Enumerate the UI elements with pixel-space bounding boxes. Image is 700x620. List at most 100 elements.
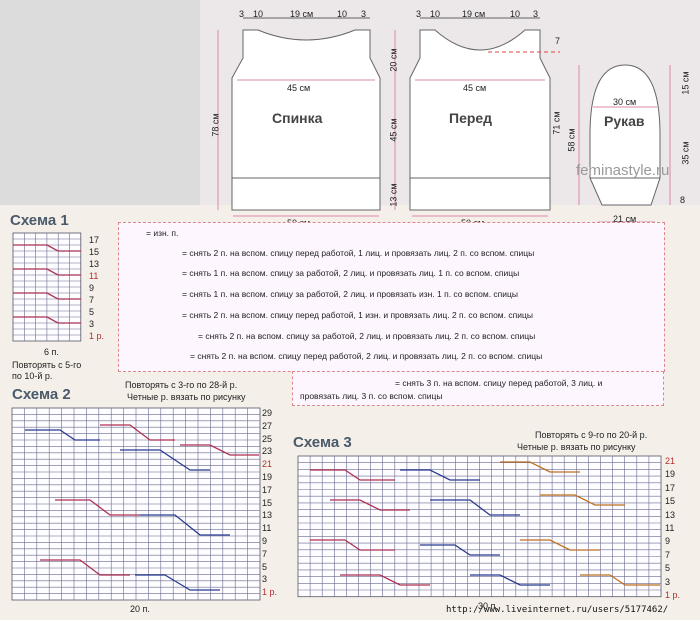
schema1-repeat-note-1: Повторять с 5-го (12, 360, 82, 370)
schema3-cable (400, 469, 480, 481)
schema1-grid (12, 232, 82, 342)
legend-panel (118, 222, 665, 372)
back-label: Спинка (272, 110, 323, 126)
back-top-dim-4: 10 (337, 9, 348, 19)
front-height-58: 58 см (566, 128, 577, 152)
schema2-row-number: 23 (262, 446, 273, 457)
schema2-cable (100, 424, 175, 441)
schema2-repeat-note-2: Четные р. вязать по рисунку (127, 392, 246, 402)
schema1-repeat-note-2: по 10-й р. (12, 371, 53, 381)
schema3-cable (500, 461, 580, 473)
schema3-stitches: 30 п. (478, 601, 498, 611)
schema2-row-number: 27 (262, 420, 273, 431)
schema3-row-number: 5 (665, 563, 671, 574)
schema3-row-number: 9 (665, 536, 671, 547)
schema3-repeat-note-1: Повторять с 9-го по 20-й р. (535, 430, 648, 440)
sleeve-width-mid: 30 см (613, 97, 637, 107)
schema3-cable (540, 494, 625, 506)
sleeve-piece-outline (589, 64, 661, 206)
schema1-row-number: 17 (89, 235, 100, 245)
legend-item-3: = снять 1 п. на вспом. спицу за работой,… (182, 268, 520, 278)
schema3-repeat-note-2: Четные р. вязать по рисунку (517, 442, 636, 452)
schema1-cable (13, 268, 81, 276)
schema2-row-number: 1 р. (262, 587, 278, 598)
schema1-row-number: 7 (89, 295, 95, 305)
sleeve-width-bottom: 21 см (613, 214, 637, 224)
sleeve-right-dim-1: 15 см (680, 71, 691, 95)
legend-item-7: = снять 2 п. на вспом. спицу перед работ… (190, 351, 543, 361)
schema3-row-number: 13 (665, 509, 676, 520)
schema3-row-number: 1 р. (665, 590, 681, 600)
schema1-row-number: 13 (89, 259, 100, 269)
source-url: http://www.liveinternet.ru/users/5177462… (446, 605, 669, 615)
schema2-row-number: 29 (262, 408, 273, 418)
front-label: Перед (449, 110, 493, 126)
sleeve-right-dim-3: 8 (680, 195, 686, 205)
schema3-cable (340, 574, 430, 586)
schema2-cable (120, 449, 210, 471)
schema2-row-number: 15 (262, 497, 273, 508)
legend-item-1: = изн. п. (146, 228, 179, 238)
schema1-row-number: 11 (89, 271, 99, 281)
schema2-cable (25, 429, 100, 441)
schema3-cable (580, 574, 660, 586)
schema2-row-number: 7 (262, 548, 268, 559)
schema2-cable (40, 559, 130, 576)
schema2-cable (135, 574, 220, 591)
schema2-cable (55, 499, 140, 516)
schema3-cable (310, 469, 395, 481)
schema3-cable (420, 544, 500, 556)
front-piece-outline (409, 29, 551, 211)
schema2-row-number: 5 (262, 561, 268, 572)
schema2-row-number: 3 (262, 574, 268, 585)
schema2-row-number: 13 (262, 510, 273, 521)
blank-panel (0, 0, 200, 205)
sleeve-right-dim-2: 35 см (680, 141, 691, 165)
legend-last-line-1: = снять 3 п. на вспом. спицу перед работ… (395, 378, 603, 388)
schema3-cable (330, 499, 410, 511)
front-top-dim-1: 3 (416, 9, 422, 19)
schema3-row-number: 11 (665, 523, 675, 533)
schema3-row-number: 3 (665, 576, 671, 587)
schema3-title: Схема 3 (293, 434, 352, 451)
schema2-row-number: 21 (262, 459, 273, 470)
schema1-title: Схема 1 (10, 212, 69, 229)
schema2-title: Схема 2 (12, 386, 71, 403)
legend-item-5: = снять 2 п. на вспом. спицу перед работ… (182, 310, 533, 320)
front-top-dim-3: 19 см (462, 9, 486, 19)
back-top-dim-2: 10 (253, 9, 264, 19)
schema1-cable (13, 244, 81, 252)
legend-item-6: = снять 2 п. на вспом. спицу за работой,… (198, 331, 536, 341)
legend-last-line-2: провязать лиц. 3 п. со вспом. спицы (300, 391, 443, 401)
front-total-height: 71 см (551, 111, 562, 135)
schema1-row-number: 1 р. (89, 331, 105, 341)
schema3-cable (470, 574, 550, 586)
schema1-stitches: 6 п. (44, 347, 59, 357)
front-right-dim-2: 45 см (388, 118, 399, 142)
legend-item-4: = снять 1 п. на вспом. спицу за работой,… (182, 289, 519, 299)
back-top-dim-5: 3 (361, 9, 367, 19)
front-top-dim-4: 10 (510, 9, 521, 19)
schema2-stitches: 20 п. (130, 604, 150, 614)
front-top-dim-2: 10 (430, 9, 441, 19)
schema3-cable (520, 539, 600, 551)
legend-panel-extra (292, 371, 664, 406)
schema3-row-number: 15 (665, 496, 676, 507)
schema1-cable (13, 316, 81, 324)
back-width-mid: 45 см (287, 83, 311, 93)
schema3-row-number: 21 (665, 456, 676, 466)
schema1-row-number: 9 (89, 283, 95, 293)
schema3-row-number: 17 (665, 482, 676, 493)
back-top-dim-1: 3 (239, 9, 245, 19)
schema1-row-number: 15 (89, 247, 100, 257)
schema1-row-number: 5 (89, 307, 95, 317)
watermark: feminastyle.ru (576, 162, 670, 179)
schema2-repeat-note-1: Повторять с 3-го по 28-й р. (125, 380, 238, 390)
schema1-cable (13, 292, 81, 300)
schema3-row-number: 7 (665, 549, 671, 560)
front-neck-depth: 7 (555, 36, 561, 46)
schema2-row-number: 17 (262, 484, 273, 495)
schema3-cable (310, 539, 395, 551)
front-width-mid: 45 см (463, 83, 487, 93)
schema3-cable (430, 499, 520, 516)
